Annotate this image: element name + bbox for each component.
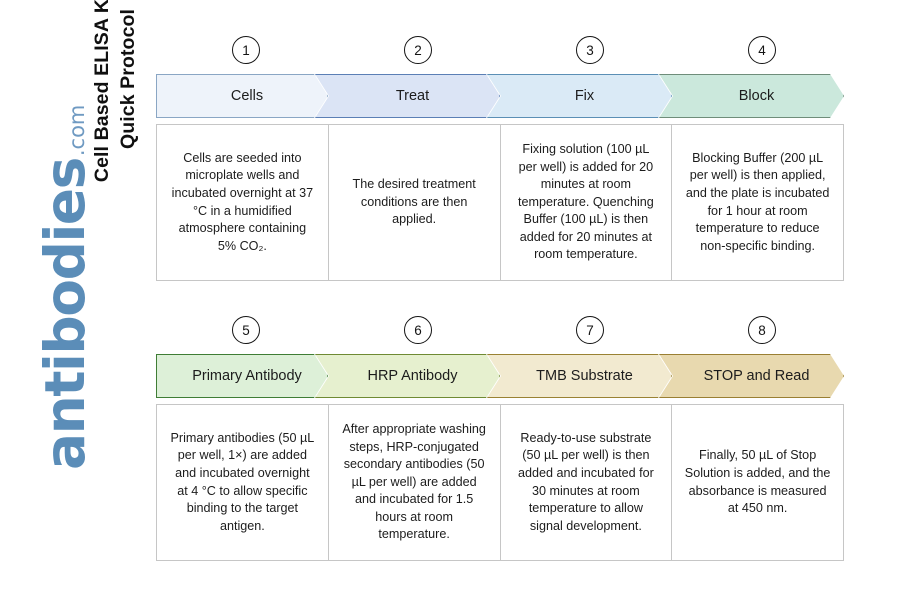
step-description-text: Fixing solution (100 µL per well) is add… xyxy=(517,141,654,262)
brand-tld: .com xyxy=(65,104,89,157)
step-description-text: After appropriate washing steps, HRP-con… xyxy=(342,421,486,542)
page-title-line-2: Quick Protocol xyxy=(117,8,139,150)
step-number-badge: 2 xyxy=(404,36,432,64)
step-description: After appropriate washing steps, HRP-con… xyxy=(328,405,501,561)
step-description: Fixing solution (100 µL per well) is add… xyxy=(500,125,673,281)
page-title: Cell Based ELISA Kits Quick Protocol xyxy=(84,0,146,209)
step-description-row: Cells are seeded into microplate wells a… xyxy=(156,124,844,281)
step-chevron[interactable]: Fix xyxy=(487,74,672,118)
step-description: The desired treatment conditions are the… xyxy=(328,125,501,281)
step-description-text: Ready-to-use substrate (50 µL per well) … xyxy=(517,430,654,533)
step-chevron[interactable]: Treat xyxy=(315,74,500,118)
step-description: Primary antibodies (50 µL per well, 1×) … xyxy=(157,405,329,561)
step-label: TMB Substrate xyxy=(536,368,633,384)
step-header-row: Cells Treat Fix Block xyxy=(156,74,844,118)
brand-name: antibodies xyxy=(33,158,97,470)
step-description-text: Finally, 50 µL of Stop Solution is added… xyxy=(684,448,831,516)
step-description-text: Cells are seeded into microplate wells a… xyxy=(171,150,314,253)
step-chevron[interactable]: Block xyxy=(659,74,844,118)
step-label: Block xyxy=(738,88,775,104)
step-label: HRP Antibody xyxy=(367,368,458,384)
step-number-row: 1 2 3 4 xyxy=(156,36,844,74)
step-description: Ready-to-use substrate (50 µL per well) … xyxy=(500,405,673,561)
step-label: Treat xyxy=(395,88,430,104)
step-description-row: Primary antibodies (50 µL per well, 1×) … xyxy=(156,404,844,561)
step-number-badge: 6 xyxy=(404,316,432,344)
step-description: Finally, 50 µL of Stop Solution is added… xyxy=(672,405,844,561)
step-label: Fix xyxy=(574,88,595,104)
step-label: STOP and Read xyxy=(703,368,810,384)
step-description-text: Blocking Buffer (200 µL per well) is the… xyxy=(685,150,830,253)
step-header-row: Primary Antibody HRP Antibody TMB Substrat… xyxy=(156,354,844,398)
step-chevron[interactable]: TMB Substrate xyxy=(487,354,672,398)
step-description: Cells are seeded into microplate wells a… xyxy=(157,125,329,281)
page-title-line-1: Cell Based ELISA Kits xyxy=(91,0,113,183)
step-chevron[interactable]: Primary Antibody xyxy=(156,354,328,398)
step-description: Blocking Buffer (200 µL per well) is the… xyxy=(672,125,844,281)
step-chevron[interactable]: HRP Antibody xyxy=(315,354,500,398)
step-number-badge: 8 xyxy=(748,316,776,344)
step-description-text: Primary antibodies (50 µL per well, 1×) … xyxy=(170,430,315,533)
step-chevron[interactable]: STOP and Read xyxy=(659,354,844,398)
step-number-badge: 3 xyxy=(576,36,604,64)
step-number-badge: 5 xyxy=(232,316,260,344)
step-chevron[interactable]: Cells xyxy=(156,74,328,118)
step-number-badge: 1 xyxy=(232,36,260,64)
step-number-row: 5 6 7 8 xyxy=(156,316,844,354)
step-label: Cells xyxy=(230,88,264,104)
step-number-badge: 7 xyxy=(576,316,604,344)
step-description-text: The desired treatment conditions are the… xyxy=(352,177,476,227)
step-number-badge: 4 xyxy=(748,36,776,64)
step-label: Primary Antibody xyxy=(192,368,302,384)
brand-logo: antibodies .com xyxy=(33,105,108,470)
